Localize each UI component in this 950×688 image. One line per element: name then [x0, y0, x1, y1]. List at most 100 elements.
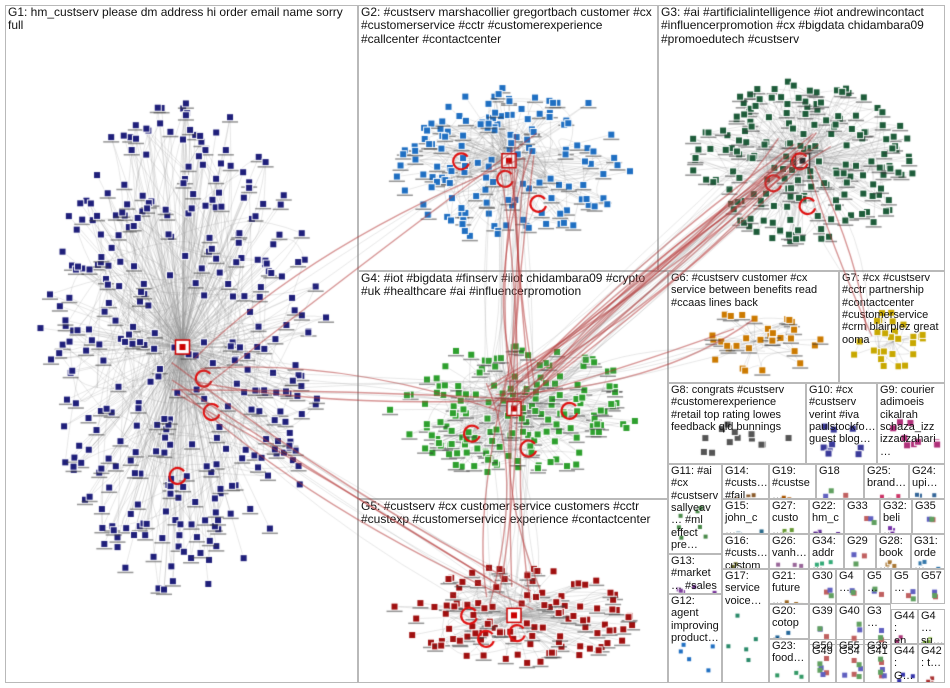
- mini-group-panel: G33: [844, 499, 880, 534]
- group-label-g1: G1: hm_custserv please dm address hi ord…: [8, 6, 357, 33]
- group-label-g17: G17: service voice…: [725, 570, 768, 607]
- group-label-g11: G11: #ai #cx #custserv sallyeav… #ml eff…: [671, 465, 721, 551]
- group-network-g4: [359, 272, 668, 499]
- group-network-g5: [359, 500, 668, 683]
- group-label-g13: G13: #market… #sales #custex…: [671, 555, 721, 594]
- group-panel-g20: G20: cotop…: [769, 604, 809, 639]
- mini-group-label: G39: [812, 605, 833, 617]
- group-panel-g28: G28: book…: [876, 534, 911, 569]
- group-panel-g1: G1: hm_custserv please dm address hi ord…: [5, 5, 358, 683]
- mini-group-label: G5…: [894, 570, 917, 595]
- mini-group-label: G40: [839, 605, 860, 617]
- mini-group-panel: G35: [912, 499, 945, 534]
- group-panel-g10: G10: #cx #custserv verint #iva paulstock…: [806, 383, 877, 464]
- group-panel-g4: G4: #iot #bigdata #finserv #iiot chidamb…: [358, 271, 668, 499]
- mini-group-panel: G57: [918, 569, 945, 604]
- group-panel-g27: G27: custo…: [769, 499, 809, 534]
- mini-group-label: G30: [812, 570, 833, 582]
- group-label-g34: G34: addr…: [812, 535, 843, 569]
- group-label-g3: G3: #ai #artificialintelligence #iot and…: [661, 6, 944, 46]
- group-label-g7: G7: #cx #custserv #cctr partnership #con…: [842, 272, 944, 346]
- group-panel-g26: G26: vanh…: [769, 534, 809, 569]
- group-panel-g22: G22: hm_c…: [809, 499, 844, 534]
- group-panel-g9: G9: courier adimoeis cikalrah schaza_izz…: [877, 383, 945, 464]
- mini-group-panel: G49: [809, 644, 836, 683]
- mini-group-label: G49: [812, 645, 833, 657]
- group-label-g5: G5: #custserv #cx customer service custo…: [361, 500, 667, 527]
- group-label-g9: G9: courier adimoeis cikalrah schaza_izz…: [880, 384, 944, 458]
- group-label-g44: G44: en…: [894, 610, 917, 644]
- group-panel-g24: G24: upi…: [909, 464, 945, 499]
- group-panel-g34: G34: addr…: [809, 534, 844, 569]
- group-label-g25: G25: brand…: [867, 465, 908, 490]
- group-label-g10: G10: #cx #custserv verint #iva paulstock…: [809, 384, 876, 446]
- mini-group-label: G35: [915, 500, 936, 512]
- group-label-g21: G21: future…: [772, 570, 808, 604]
- mini-group-panel: G5…: [891, 569, 918, 604]
- group-label-g14: G14: #custs… #fail week…: [725, 465, 768, 499]
- mini-group-panel: G54: [836, 644, 864, 683]
- group-panel-g8: G8: congrats #custserv #customerexperien…: [668, 383, 806, 464]
- mini-group-label: G4…: [839, 570, 863, 595]
- group-panel-g45: G44: G…: [891, 644, 918, 683]
- group-label-g27: G27: custo…: [772, 500, 808, 534]
- group-panel-g2: G2: #custserv marshacollier gregortbach …: [358, 5, 658, 271]
- group-panel-g13: G13: #market… #sales #custex…: [668, 554, 722, 594]
- group-label-g15: G15: john_c… bbcwat… fms88…: [725, 500, 768, 534]
- mini-group-panel: G18: [816, 464, 864, 499]
- group-label-g22: G22: hm_c…: [812, 500, 843, 534]
- group-panel-g7: G7: #cx #custserv #cctr partnership #con…: [839, 271, 945, 383]
- group-panel-g15: G15: john_c… bbcwat… fms88…: [722, 499, 769, 534]
- group-label-g20: G20: cotop…: [772, 605, 808, 639]
- group-panel-g17: G17: service voice…: [722, 569, 769, 683]
- group-panel-g31: G31: orde…: [911, 534, 945, 569]
- mini-group-panel: G4…: [836, 569, 864, 604]
- group-label-g24: G24: upi…: [912, 465, 944, 490]
- mini-group-panel: G29: [844, 534, 876, 569]
- group-panel-g25: G25: brand…: [864, 464, 909, 499]
- mini-group-label: G29: [847, 535, 868, 547]
- group-label-g16: G16: #custs… custom…: [725, 535, 768, 569]
- group-network-g1: [6, 6, 358, 683]
- group-label-g45: G44: G…: [894, 645, 917, 682]
- group-label-g42: G42: t…: [921, 645, 944, 670]
- mini-group-panel: G30: [809, 569, 836, 604]
- group-label-g26: G26: vanh…: [772, 535, 808, 560]
- mini-group-label: G18: [819, 465, 840, 477]
- group-label-g32: G32: beli…: [883, 500, 911, 534]
- group-panel-g21: G21: future…: [769, 569, 809, 604]
- group-label-g31: G31: orde…: [914, 535, 944, 569]
- group-panel-g43: G4… su…: [918, 609, 945, 644]
- group-panel-g32: G32: beli…: [880, 499, 912, 534]
- mini-group-label: G54: [839, 645, 860, 657]
- group-label-g12: G12: agent improving product…: [671, 595, 721, 644]
- mini-group-panel: G5…: [864, 569, 891, 604]
- group-label-g43: G4… su…: [921, 610, 944, 644]
- mini-group-panel: G40: [836, 604, 864, 644]
- group-panel-g44: G44: en…: [891, 609, 918, 644]
- group-panel-g14: G14: #custs… #fail week…: [722, 464, 769, 499]
- group-label-g8: G8: congrats #custserv #customerexperien…: [671, 384, 805, 433]
- group-panel-g23: G23: food…: [769, 639, 809, 683]
- mini-group-label: G3…: [867, 605, 890, 630]
- mini-group-label: G33: [847, 500, 868, 512]
- mini-group-label: G5…: [867, 570, 890, 595]
- group-label-g23: G23: food…: [772, 640, 808, 665]
- group-label-g6: G6: #custserv customer #cx service betwe…: [671, 272, 838, 309]
- mini-group-panel: G41: [864, 644, 891, 683]
- group-panel-g12: G12: agent improving product…: [668, 594, 722, 683]
- mini-group-label: G57: [921, 570, 942, 582]
- group-label-g4: G4: #iot #bigdata #finserv #iiot chidamb…: [361, 272, 667, 299]
- group-panel-g6: G6: #custserv customer #cx service betwe…: [668, 271, 839, 383]
- mini-group-label: G41: [867, 645, 888, 657]
- group-label-g28: G28: book…: [879, 535, 910, 569]
- group-label-g2: G2: #custserv marshacollier gregortbach …: [361, 6, 657, 46]
- group-panel-g16: G16: #custs… custom…: [722, 534, 769, 569]
- group-panel-g19: G19: #custse…: [769, 464, 816, 499]
- group-label-g19: G19: #custse…: [772, 465, 815, 499]
- group-panel-g3: G3: #ai #artificialintelligence #iot and…: [658, 5, 945, 271]
- group-panel-g42: G42: t…: [918, 644, 945, 683]
- mini-group-panel: G3…: [864, 604, 891, 644]
- group-panel-g11: G11: #ai #cx #custserv sallyeav… #ml eff…: [668, 464, 722, 554]
